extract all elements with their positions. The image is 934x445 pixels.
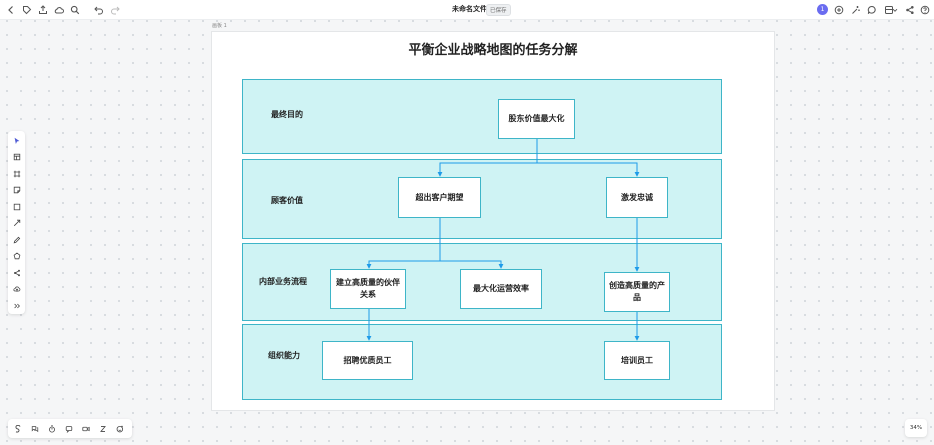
zoom-level[interactable]: 34% xyxy=(905,419,927,437)
node-create-products[interactable]: 创造高质量的产品 xyxy=(604,272,670,312)
page-title[interactable]: 平衡企业战略地图的任务分解 xyxy=(408,43,578,58)
lane-label-ultimate-goal: 最终目的 xyxy=(271,110,303,119)
add-circle-icon[interactable] xyxy=(832,3,846,17)
magic-icon[interactable] xyxy=(849,3,863,17)
pointer-icon[interactable] xyxy=(11,135,22,146)
search-icon[interactable] xyxy=(68,3,82,17)
upload-cloud-icon[interactable] xyxy=(11,283,22,294)
polygon-icon[interactable] xyxy=(11,250,22,261)
canvas-frame: 平衡企业战略地图的任务分解 最终目的 顾客价值 内部业务流程 组织能力 股东价值… xyxy=(211,31,775,411)
node-shareholder-value[interactable]: 股东价值最大化 xyxy=(498,99,575,139)
frame-label[interactable]: 画板 1 xyxy=(212,23,227,29)
style-brush-icon[interactable] xyxy=(12,423,23,434)
left-toolbar xyxy=(8,131,25,314)
timer-icon[interactable] xyxy=(46,423,57,434)
help-icon[interactable] xyxy=(918,3,932,17)
export-icon[interactable] xyxy=(36,3,50,17)
pen-icon[interactable] xyxy=(11,234,22,245)
node-build-partnership[interactable]: 建立高质量的伙伴关系 xyxy=(330,269,406,309)
video-icon[interactable] xyxy=(80,423,91,434)
lane-label-customer-value: 顾客价值 xyxy=(271,196,303,205)
tag-icon[interactable] xyxy=(20,3,34,17)
document-title[interactable]: 未命名文件 xyxy=(452,5,487,13)
frame-icon[interactable] xyxy=(11,168,22,179)
node-max-efficiency[interactable]: 最大化运营效率 xyxy=(460,269,542,309)
lane-label-org-capability: 组织能力 xyxy=(268,351,300,360)
undo-icon[interactable] xyxy=(92,3,106,17)
share-icon[interactable] xyxy=(903,3,917,17)
sticky-note-icon[interactable] xyxy=(11,184,22,195)
node-inspire-loyalty[interactable]: 激发忠诚 xyxy=(606,177,668,218)
template-icon[interactable] xyxy=(11,151,22,162)
rectangle-icon[interactable] xyxy=(11,201,22,212)
sleep-z-icon[interactable] xyxy=(97,423,108,434)
node-recruit-staff[interactable]: 招聘优质员工 xyxy=(322,341,413,380)
redo-icon[interactable] xyxy=(108,3,122,17)
avatar[interactable]: 1 xyxy=(817,4,828,15)
connector-arrow-icon[interactable] xyxy=(11,217,22,228)
cloud-icon[interactable] xyxy=(52,3,66,17)
more-tools-icon[interactable] xyxy=(11,300,22,311)
chat-bubbles-icon[interactable] xyxy=(29,423,40,434)
top-toolbar: 未命名文件 已保存 1 xyxy=(0,0,934,20)
emoji-add-icon[interactable] xyxy=(114,423,125,434)
lane-label-internal-process: 内部业务流程 xyxy=(259,277,307,286)
chevron-down-icon[interactable] xyxy=(891,3,899,17)
node-exceed-expectation[interactable]: 超出客户期望 xyxy=(398,177,481,218)
lane-ultimate-goal[interactable] xyxy=(242,79,722,154)
mindmap-icon[interactable] xyxy=(11,267,22,278)
node-train-staff[interactable]: 培训员工 xyxy=(604,341,670,380)
message-icon[interactable] xyxy=(63,423,74,434)
save-status-badge: 已保存 xyxy=(486,4,511,16)
comment-icon[interactable] xyxy=(865,3,879,17)
bottom-toolbar xyxy=(8,419,132,438)
back-icon[interactable] xyxy=(4,3,18,17)
layout-icon[interactable] xyxy=(882,3,896,17)
